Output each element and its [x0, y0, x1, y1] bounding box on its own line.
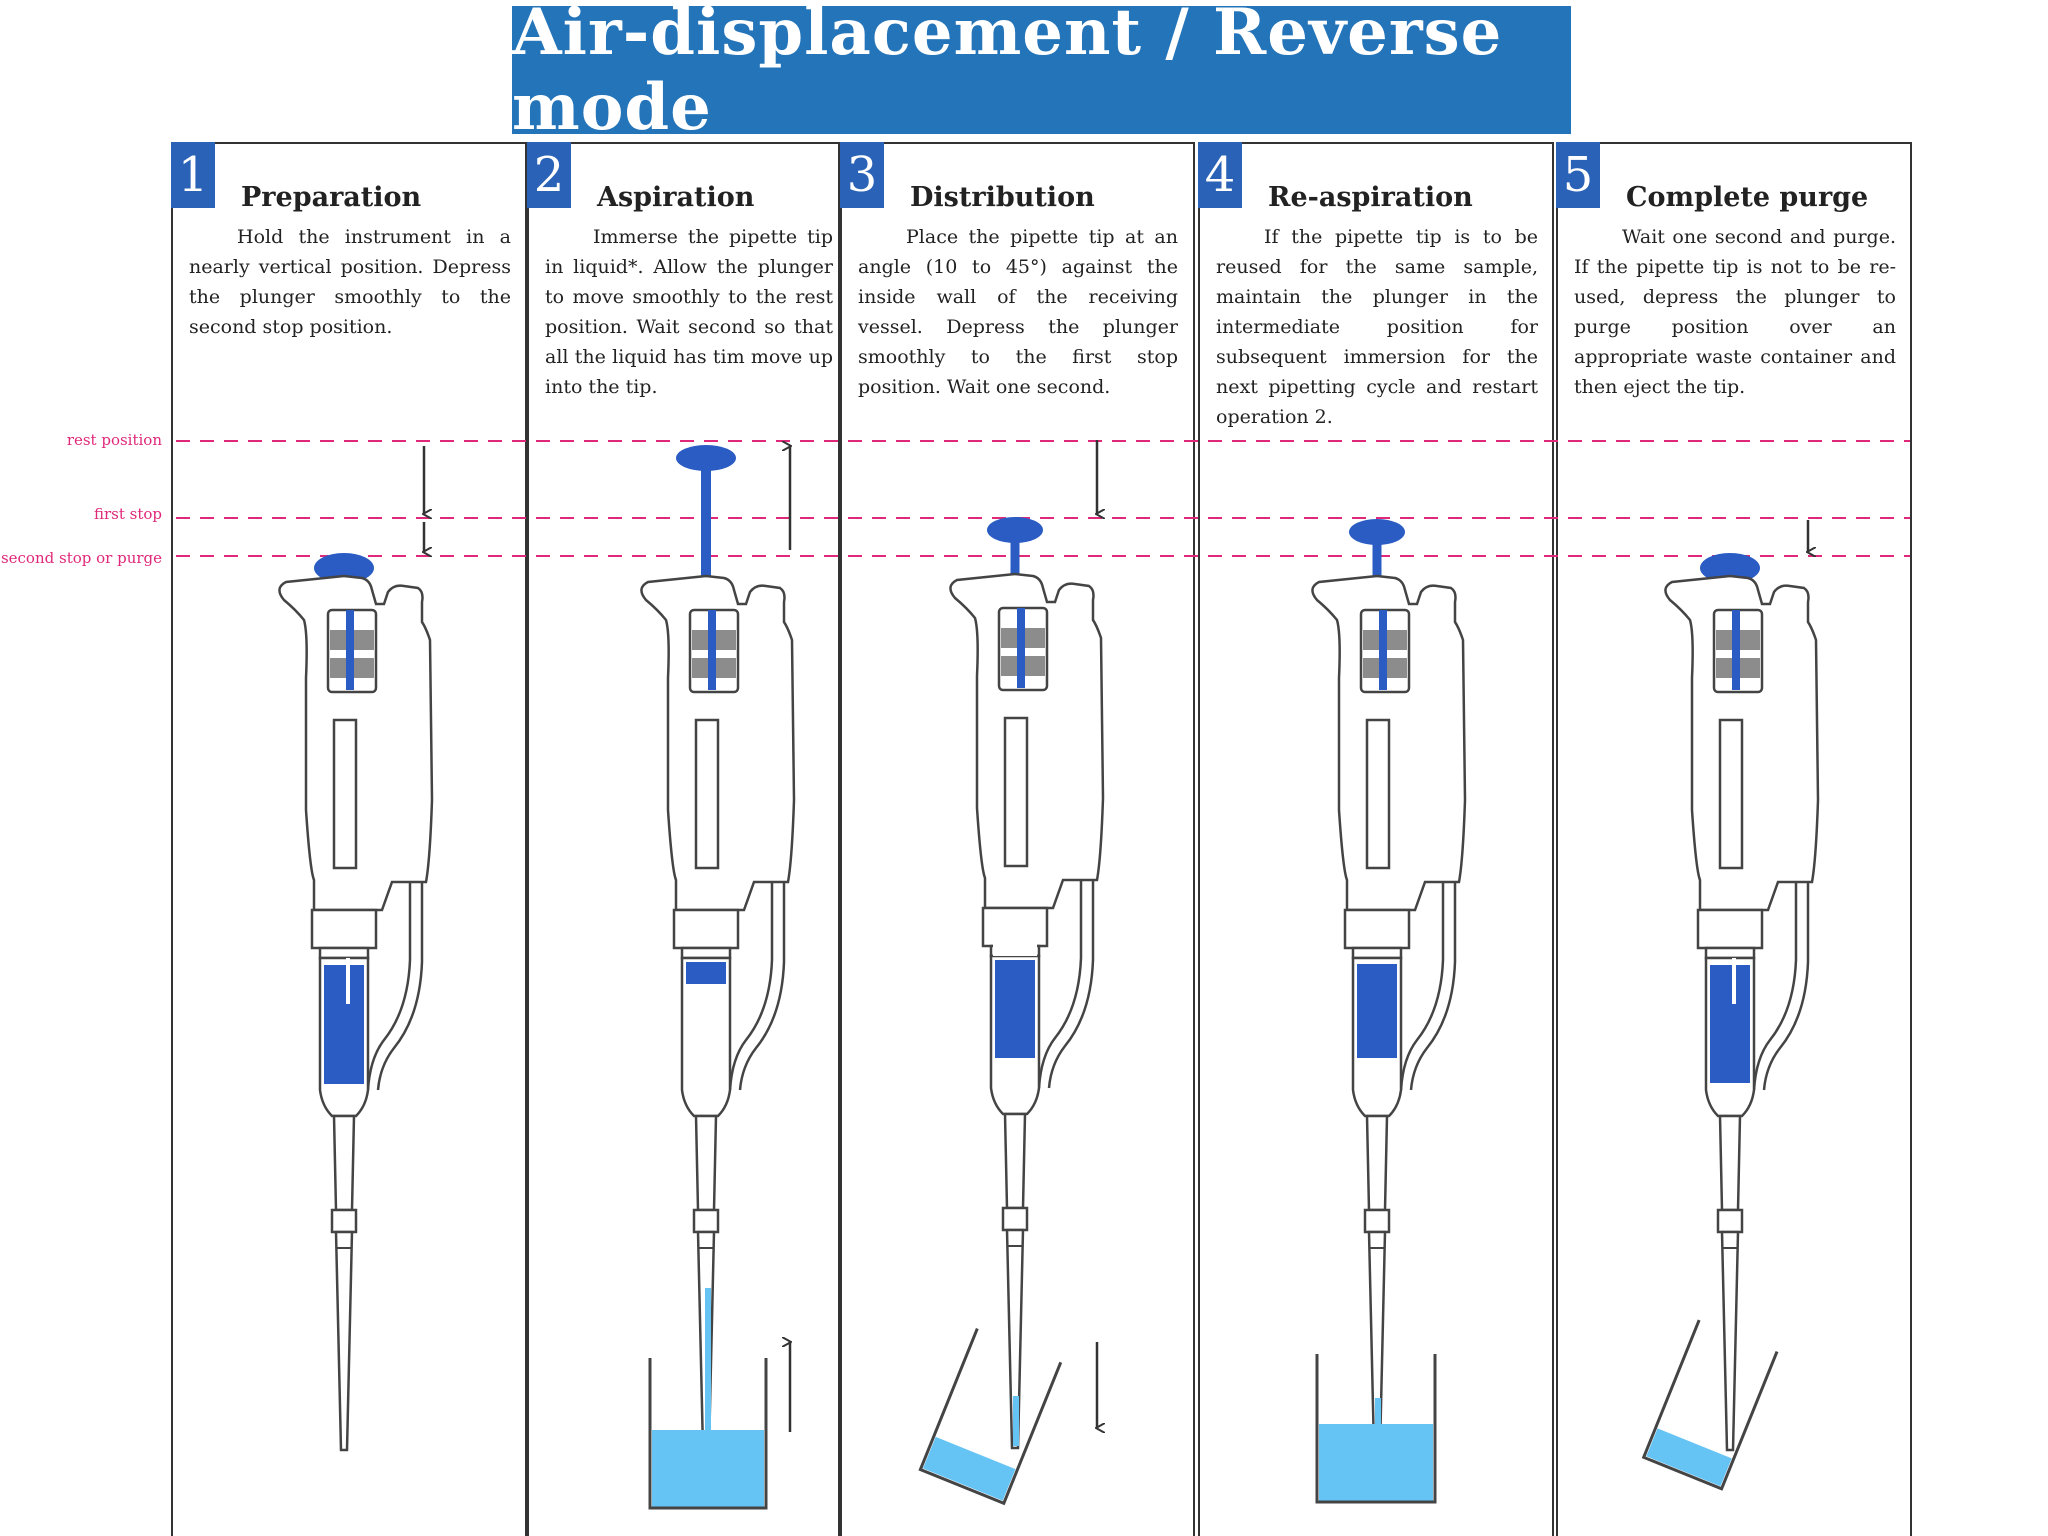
step-panel-5: 5 Complete purge Wait one second and pur… [1556, 142, 1912, 1536]
tilted-vessel-5 [1641, 1319, 1779, 1491]
step-panel-4: 4 Re-aspiration If the pipette tip is to… [1198, 142, 1554, 1536]
step-panel-2: 2 Aspiration Immerse the pipette tip in … [527, 142, 840, 1536]
step-text: Place the pipette tip at an angle (10 to… [858, 226, 1178, 398]
pipette-5 [1664, 553, 1820, 1452]
beaker-2 [648, 1358, 768, 1510]
step-text: If the pipette tip is to be reused for t… [1216, 226, 1538, 428]
step-panel-3: 3 Distribution Place the pipette tip at … [840, 142, 1195, 1536]
pipette-3 [949, 517, 1105, 1450]
beaker-4 [1315, 1354, 1437, 1504]
title-banner: Air-displacement / Reverse mode [512, 0, 1571, 145]
step-panel-1: 1 Preparation Hold the instrument in a n… [171, 142, 527, 1536]
page-title: Air-displacement / Reverse mode [512, 0, 1503, 145]
step-badge: 1 [171, 142, 215, 208]
step-badge: 4 [1198, 142, 1242, 208]
step-badge: 5 [1556, 142, 1600, 208]
step-title: Preparation [241, 182, 422, 213]
first-stop-label: first stop [93, 505, 162, 523]
step-text: Wait one second and purge. If the pipett… [1574, 226, 1896, 398]
step-title: Complete purge [1626, 182, 1869, 213]
step-title: Re-aspiration [1268, 182, 1473, 213]
pipette-1 [278, 553, 434, 1452]
stop-lines [176, 440, 1910, 557]
pipette-2 [640, 445, 796, 1452]
tilted-vessel-3 [918, 1328, 1063, 1506]
step-text: Hold the instrument in a nearly vertical… [189, 226, 511, 338]
step-title: Aspiration [597, 182, 755, 213]
rest-position-label: rest position [66, 431, 162, 449]
motion-arrows [424, 440, 1808, 1432]
pipette-4 [1311, 519, 1467, 1452]
step-title: Distribution [910, 182, 1095, 213]
step-badge: 2 [527, 142, 571, 208]
second-stop-label: second stop or purge [0, 549, 162, 567]
step-text: Immerse the pipette tip in liquid*. Allo… [545, 226, 833, 398]
step-badge: 3 [840, 142, 884, 208]
